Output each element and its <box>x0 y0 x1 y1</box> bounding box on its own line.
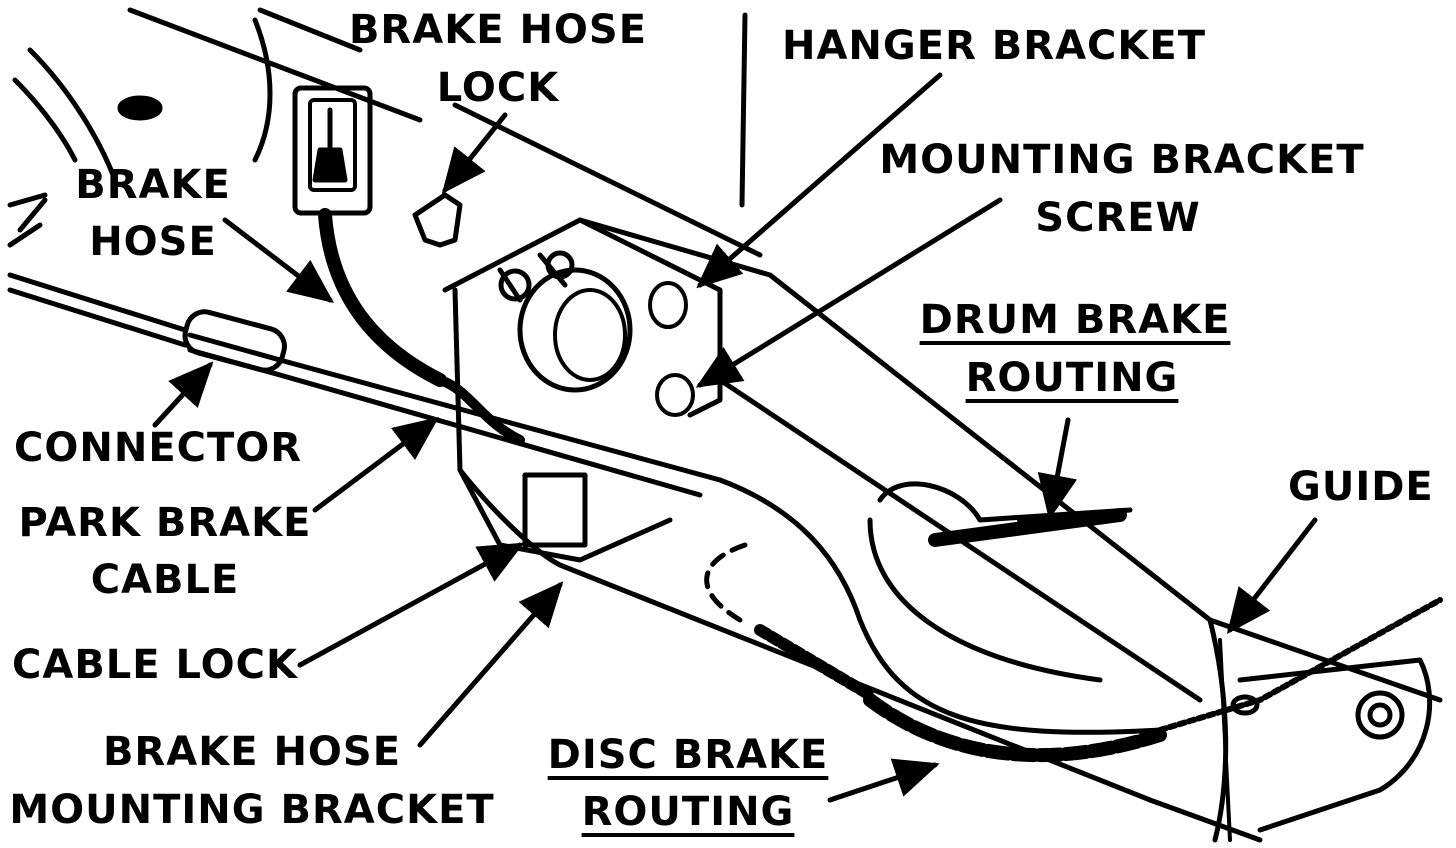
label-hanger-bracket: HANGER BRACKET <box>782 23 1206 69</box>
disc-routing <box>704 542 1443 763</box>
label-brake-hose-lock-line2: LOCK <box>436 65 560 111</box>
hose-lock-clip <box>292 85 463 248</box>
label-mounting-bracket-screw-line1: MOUNTING BRACKET <box>879 137 1365 183</box>
label-brake-hose-line1: BRAKE <box>75 162 231 208</box>
label-disc-brake-routing-line1: DISC BRAKE <box>547 732 829 778</box>
label-brake-hose-mounting-bracket-line1: BRAKE HOSE <box>102 729 402 775</box>
label-guide: GUIDE <box>1288 464 1434 510</box>
label-brake-hose-line2: HOSE <box>89 219 217 265</box>
label-connector: CONNECTOR <box>14 425 303 471</box>
label-disc-brake-routing-line2: ROUTING <box>581 789 795 835</box>
leader-lines <box>152 12 1318 803</box>
label-park-brake-cable-line1: PARK BRAKE <box>18 500 312 546</box>
frame-rail <box>442 217 1443 843</box>
label-brake-hose-mounting-bracket-line2: MOUNTING BRACKET <box>9 787 495 833</box>
park-brake-cable <box>7 272 1163 735</box>
drum-routing <box>867 481 1133 683</box>
label-park-brake-cable-line2: CABLE <box>90 557 240 603</box>
label-drum-brake-routing-line2: ROUTING <box>965 355 1179 401</box>
label-cable-lock: CABLE LOCK <box>12 642 298 688</box>
label-drum-brake-routing-line1: DRUM BRAKE <box>919 297 1231 343</box>
label-brake-hose-lock-line1: BRAKE HOSE <box>348 7 648 53</box>
brake-hose <box>318 208 525 445</box>
label-mounting-bracket-screw-line2: SCREW <box>1035 195 1201 241</box>
